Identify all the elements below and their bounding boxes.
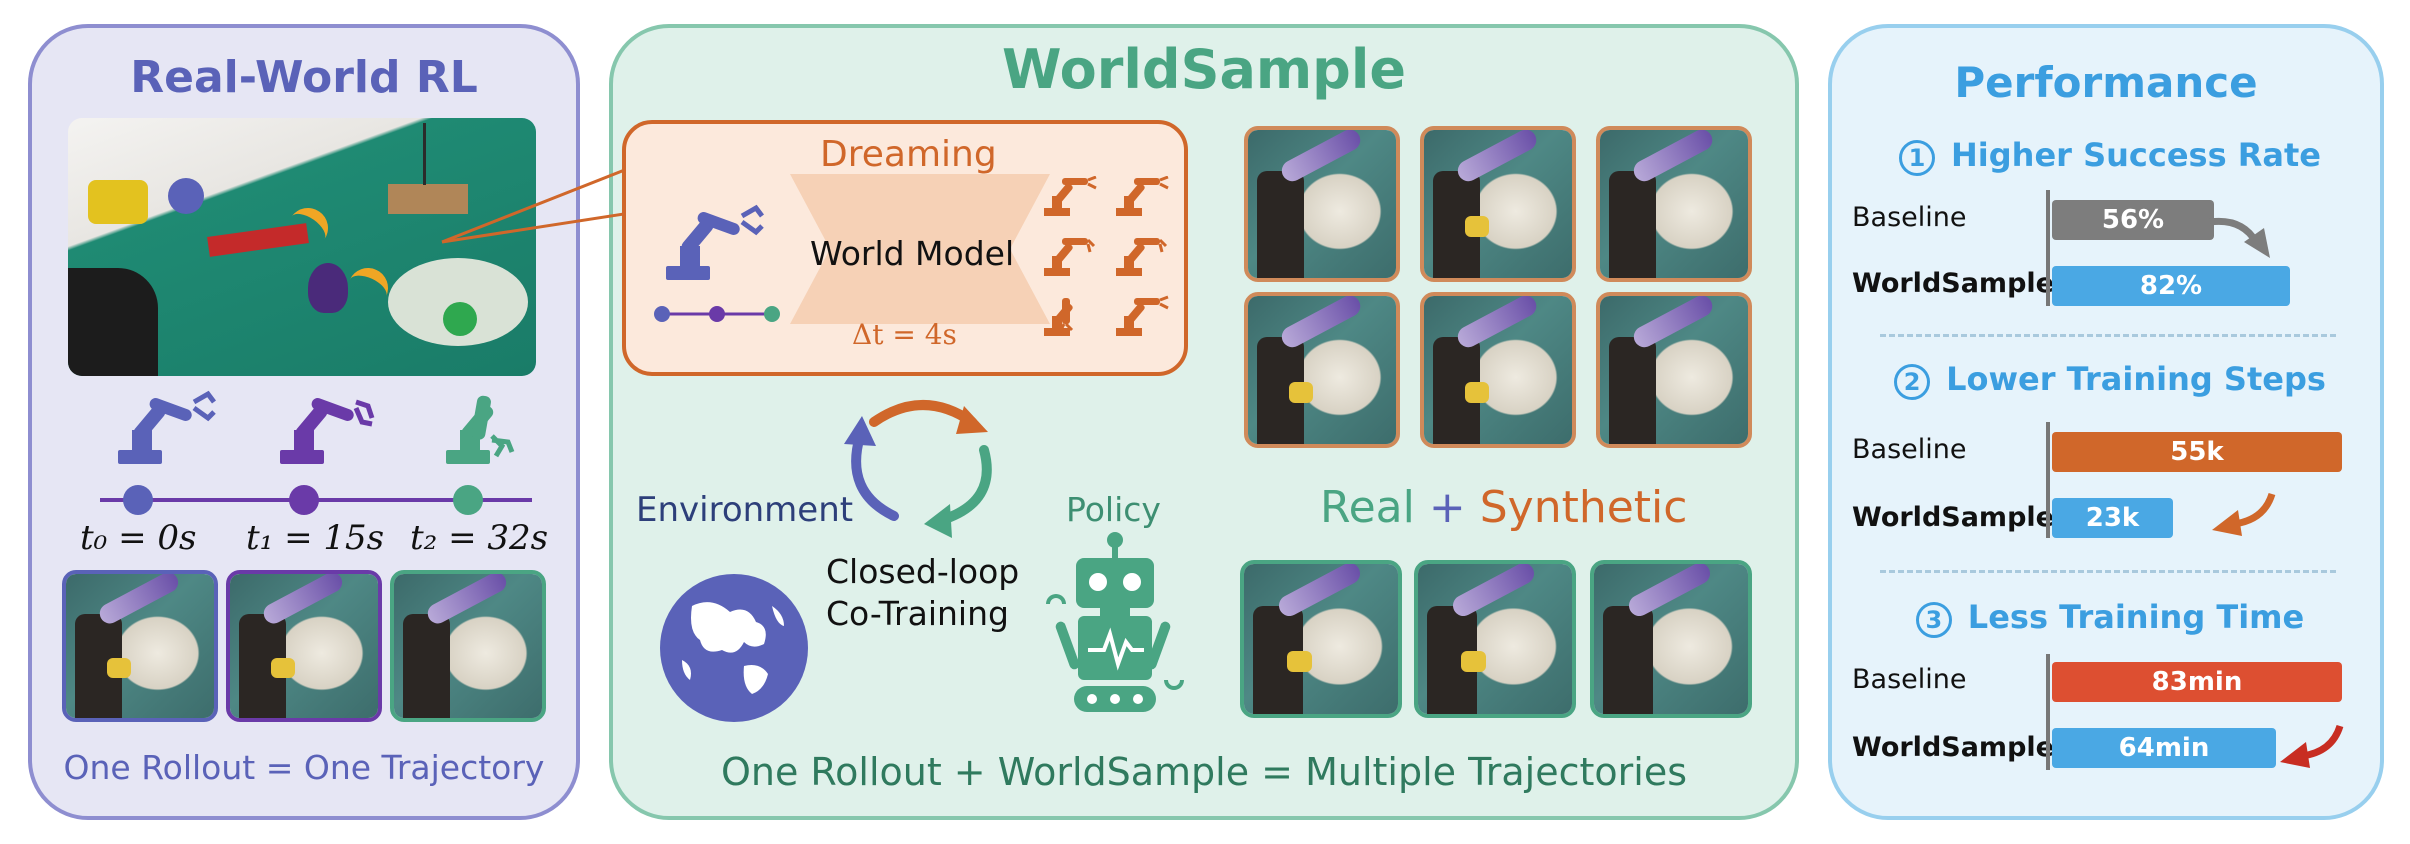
timestamp-t2: t₂ = 32s (410, 518, 549, 558)
timestamp-t0: t₀ = 0s (80, 518, 197, 558)
section-divider (1880, 570, 2336, 573)
robot-scene-photo (68, 118, 536, 376)
baseline-bar: 55k (2052, 432, 2342, 472)
timeline (100, 485, 532, 515)
section-divider (1880, 334, 2336, 337)
robot-arm-icon (666, 204, 764, 280)
synthetic-frame-thumbnail (1596, 292, 1752, 448)
dreaming-title: Dreaming (820, 134, 997, 175)
robot-policy-icon (1046, 532, 1184, 712)
rollout-frame-thumbnail (62, 570, 218, 722)
baseline-bar: 83min (2052, 662, 2342, 702)
worldsample-bar: 64min (2052, 728, 2276, 768)
policy-label: Policy (1066, 490, 1161, 529)
synthetic-frame-thumbnail (1596, 126, 1752, 282)
synthetic-frame-thumbnail (1420, 126, 1576, 282)
section-number: 3 (1915, 602, 1952, 638)
synthetic-label: Synthetic (1479, 482, 1688, 533)
real-label: Real (1320, 482, 1415, 533)
real-synthetic-label: Real + Synthetic (1320, 482, 1687, 533)
globe-icon (660, 574, 808, 722)
plus-label: + (1428, 482, 1466, 533)
worldsample-label: WorldSample (1852, 732, 2054, 763)
delta-time-label: Δt = 4s (852, 318, 957, 351)
section-lower-training-steps: 2 Lower Training Steps (1890, 360, 2330, 400)
baseline-label: Baseline (1852, 202, 1967, 233)
section-title: Less Training Time (1967, 598, 2305, 636)
bar-axis (2046, 190, 2050, 306)
zoom-callout-lines (441, 158, 651, 244)
section-number: 1 (1899, 140, 1935, 176)
world-model-label: World Model (810, 234, 1015, 273)
performance-title: Performance (1954, 58, 2258, 107)
baseline-label: Baseline (1852, 434, 1967, 465)
worldsample-label: WorldSample (1852, 502, 2054, 533)
section-title: Lower Training Steps (1946, 360, 2326, 398)
baseline-bar: 56% (2052, 200, 2214, 240)
section-title: Higher Success Rate (1951, 136, 2321, 174)
mid-footer-text: One Rollout + WorldSample = Multiple Tra… (720, 750, 1687, 794)
section-less-training-time: 3 Less Training Time (1890, 598, 2330, 638)
real-world-rl-title: Real-World RL (130, 52, 478, 103)
decrease-arrow-icon (2280, 724, 2344, 768)
left-footer-text: One Rollout = One Trajectory (63, 748, 545, 787)
synthetic-robot-arms-grid (1044, 176, 1169, 336)
increase-arrow-icon (2209, 217, 2270, 258)
worldsample-bar: 82% (2052, 266, 2290, 306)
real-frame-thumbnail (1240, 560, 1402, 718)
rollout-frame-thumbnail (390, 570, 546, 722)
section-number: 2 (1894, 364, 1931, 400)
synthetic-frame-thumbnail (1244, 292, 1400, 448)
robot-arm-icon (446, 395, 515, 464)
closed-loop-label-line1: Closed-loop (826, 552, 1020, 591)
section-higher-success-rate: 1 Higher Success Rate (1890, 136, 2330, 176)
mini-timeline (654, 306, 780, 322)
real-frame-thumbnail (1414, 560, 1576, 718)
timestamp-t1: t₁ = 15s (246, 518, 385, 558)
worldsample-bar: 23k (2052, 498, 2173, 538)
real-frame-thumbnail (1590, 560, 1752, 718)
world-model-shape (790, 174, 1050, 324)
environment-label: Environment (636, 490, 854, 530)
rollout-frame-thumbnail (226, 570, 382, 722)
bar-axis (2046, 422, 2050, 538)
synthetic-frame-thumbnail (1420, 292, 1576, 448)
robot-arm-icon (118, 390, 216, 464)
baseline-label: Baseline (1852, 664, 1967, 695)
worldsample-title: WorldSample (1002, 38, 1406, 101)
decrease-arrow-icon (2212, 492, 2276, 536)
closed-loop-label-line2: Co-Training (826, 594, 1009, 633)
worldsample-label: WorldSample (1852, 268, 2054, 299)
closed-loop-cycle-icon (844, 400, 992, 538)
synthetic-frame-thumbnail (1244, 126, 1400, 282)
bar-axis (2046, 654, 2050, 770)
robot-arm-icon (280, 398, 375, 464)
